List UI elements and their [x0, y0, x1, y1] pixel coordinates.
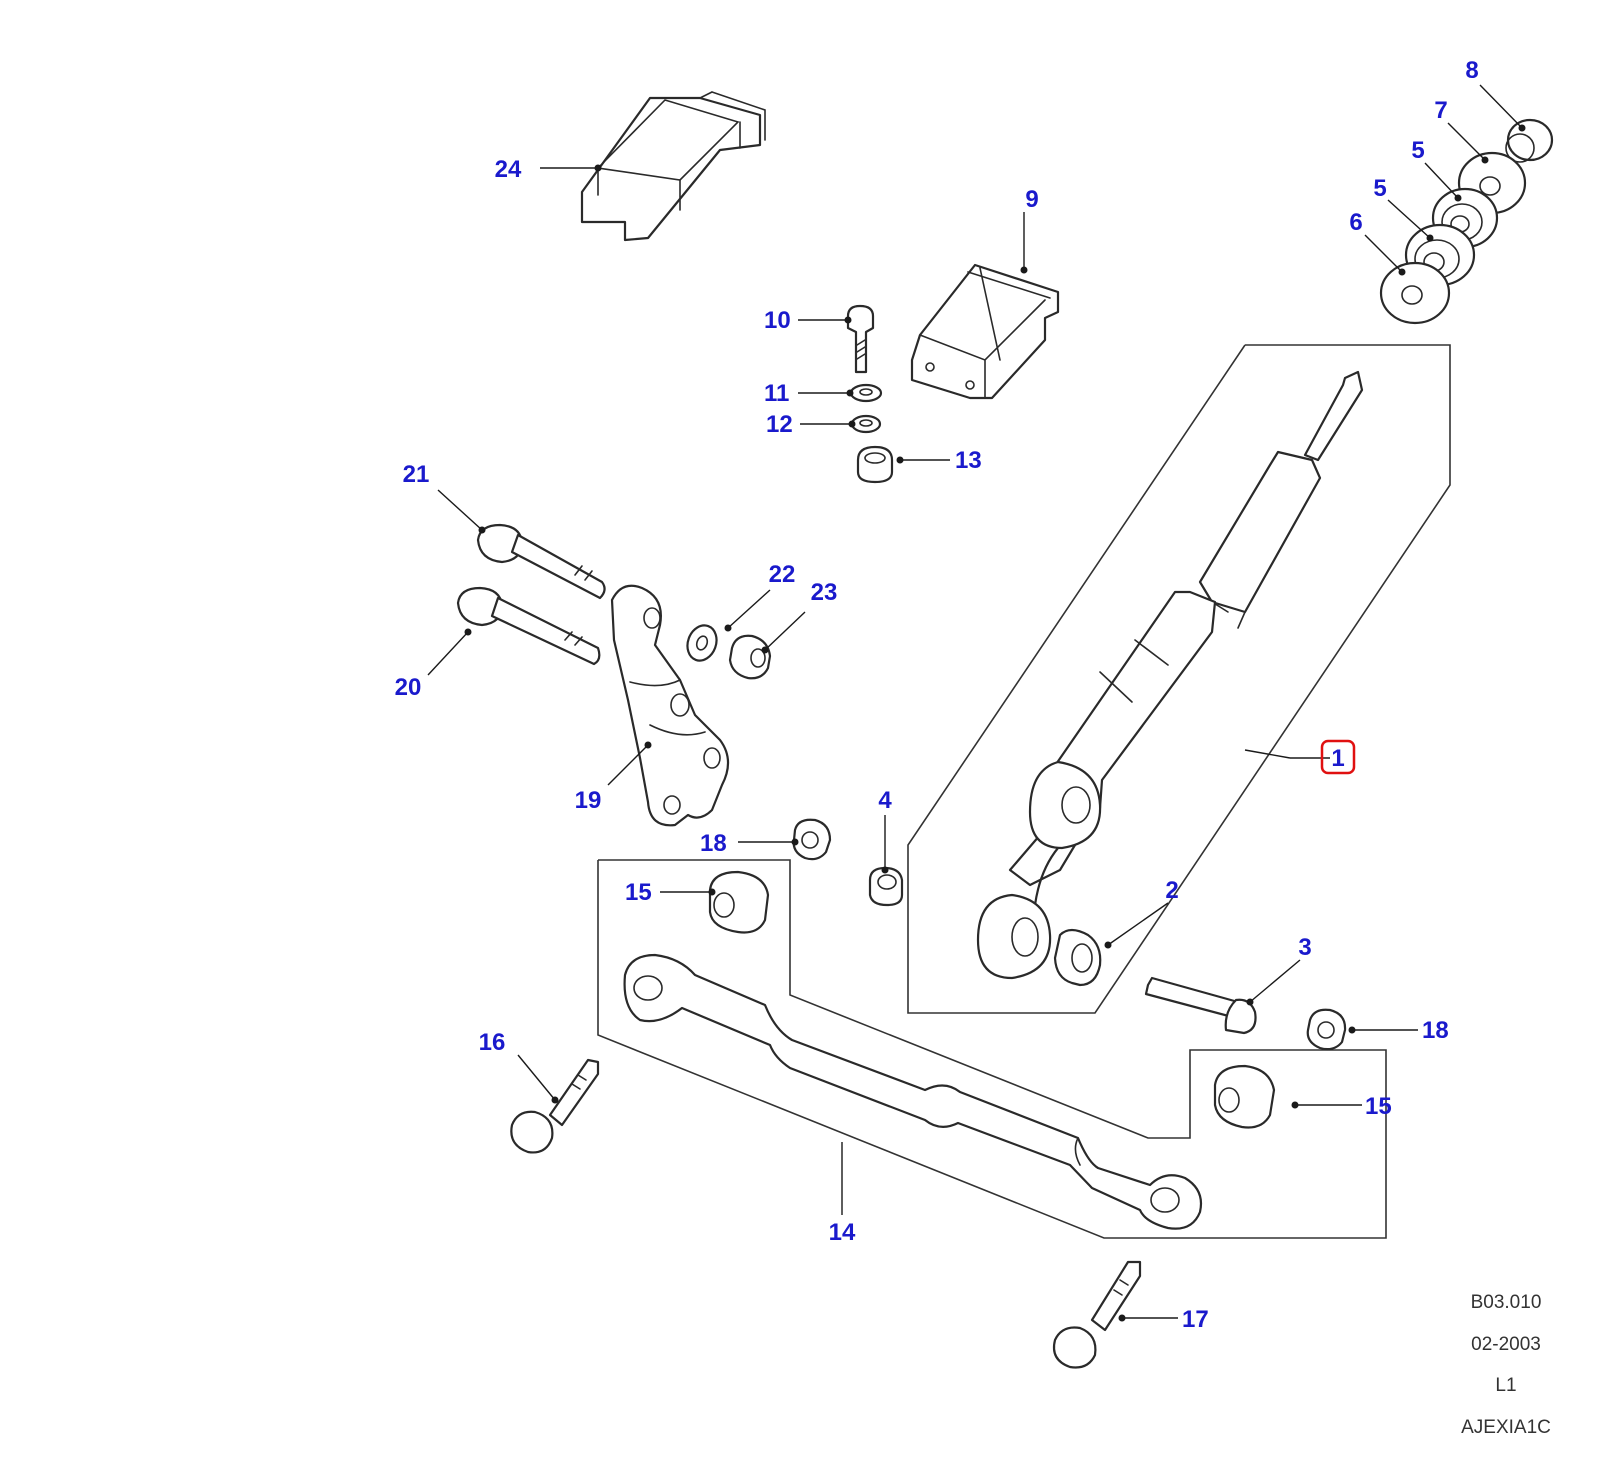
callout-14[interactable]: 14 [829, 1219, 856, 1246]
callout-17[interactable]: 17 [1182, 1306, 1209, 1333]
callout-15-lower[interactable]: 15 [1365, 1093, 1392, 1120]
bolt-part-20[interactable] [456, 586, 601, 666]
callout-21[interactable]: 21 [403, 461, 430, 488]
bolt-part-3[interactable] [1144, 976, 1257, 1035]
washer-part-6[interactable] [1379, 261, 1451, 325]
callout-1[interactable]: 1 [1331, 745, 1344, 772]
nut-part-13[interactable] [856, 445, 894, 484]
bracket-part-24[interactable] [580, 91, 766, 242]
bolt-part-17[interactable] [1052, 1260, 1142, 1369]
callout-4[interactable]: 4 [878, 787, 892, 814]
callout-24[interactable]: 24 [495, 156, 522, 183]
callout-7[interactable]: 7 [1434, 97, 1447, 124]
callout-18-left[interactable]: 18 [700, 830, 727, 857]
callout-15-upper[interactable]: 15 [625, 879, 652, 906]
callout-20[interactable]: 20 [395, 674, 422, 701]
washer-part-22[interactable] [683, 621, 722, 664]
callout-8[interactable]: 8 [1465, 57, 1478, 84]
selected-callout-highlight [1320, 739, 1356, 775]
lock-washer-part-12[interactable] [850, 414, 882, 434]
callout-16[interactable]: 16 [479, 1029, 506, 1056]
group-frame-assembly-1 [907, 344, 1451, 1014]
callout-18-right[interactable]: 18 [1422, 1017, 1449, 1044]
callout-19[interactable]: 19 [575, 787, 602, 814]
bolt-part-10[interactable] [846, 304, 875, 374]
reference-info: B03.010 02-2003 L1 AJEXIA1C [1461, 1292, 1551, 1438]
callout-6[interactable]: 6 [1349, 209, 1362, 236]
bolt-part-21[interactable] [476, 523, 606, 600]
bush-part-4[interactable] [868, 866, 904, 907]
bolt-part-16[interactable] [510, 1058, 600, 1154]
bush-part-15-lower[interactable] [1213, 1064, 1276, 1129]
bush-part-15-upper[interactable] [708, 870, 770, 934]
callout-10[interactable]: 10 [764, 307, 791, 334]
callout-22[interactable]: 22 [769, 561, 796, 588]
callout-23[interactable]: 23 [811, 579, 838, 606]
diagram-date: 02-2003 [1471, 1334, 1541, 1355]
bush-part-18-right[interactable] [1306, 1008, 1347, 1051]
callout-12[interactable]: 12 [766, 411, 793, 438]
callout-2[interactable]: 2 [1165, 877, 1178, 904]
callout-13[interactable]: 13 [955, 447, 982, 474]
bush-part-8[interactable] [1505, 118, 1554, 163]
bush-part-18-left[interactable] [792, 818, 832, 861]
nut-part-23[interactable] [728, 634, 772, 680]
strut-assembly-part-1[interactable] [976, 370, 1364, 980]
washer-part-11[interactable] [849, 383, 883, 403]
callouts: 1 2 3 4 5 5 6 7 8 9 10 11 12 13 14 15 15… [395, 57, 1479, 1333]
callout-5-lower[interactable]: 5 [1373, 175, 1386, 202]
bush-part-2[interactable] [1053, 928, 1102, 987]
tie-bar-part-14[interactable] [623, 953, 1203, 1230]
diagram-ref: B03.010 [1471, 1292, 1542, 1313]
callout-3[interactable]: 3 [1298, 934, 1311, 961]
callout-11[interactable]: 11 [764, 380, 789, 407]
mount-part-9[interactable] [910, 263, 1060, 400]
leader-lines [427, 84, 1526, 1322]
lever-part-19[interactable] [610, 584, 730, 827]
group-frame-assembly-14 [597, 859, 1387, 1239]
diagram-level: L1 [1495, 1375, 1516, 1396]
callout-5-upper[interactable]: 5 [1411, 137, 1424, 164]
diagram-code: AJEXIA1C [1461, 1417, 1551, 1438]
callout-9[interactable]: 9 [1025, 186, 1038, 213]
